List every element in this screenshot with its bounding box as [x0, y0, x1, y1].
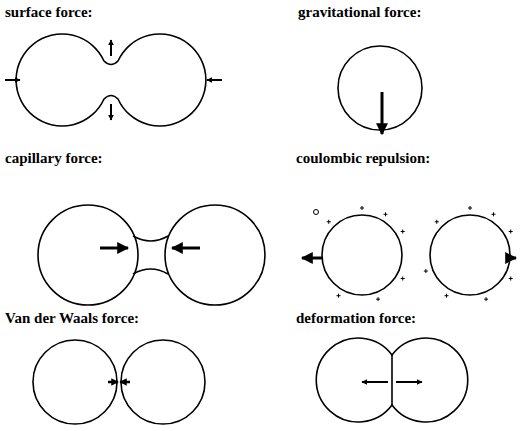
force-arrow [302, 257, 322, 260]
charge-sign [424, 269, 428, 273]
liquid-bridge [133, 236, 168, 241]
charge-sign [492, 212, 496, 216]
force-arrow [100, 247, 128, 250]
charge-sign [360, 206, 364, 210]
charge-sign [401, 230, 405, 234]
charge-sign [484, 297, 488, 301]
panel-heading: Van der Waals force: [5, 309, 139, 327]
charge-sign [509, 277, 513, 281]
panel-heading: capillary force: [5, 149, 103, 167]
panel-heading: coulombic repulsion: [296, 149, 430, 167]
force-arrow [207, 79, 222, 81]
charge-sign [401, 277, 405, 281]
force-arrow [381, 92, 384, 134]
charge-sign [327, 220, 331, 224]
force-arrow [120, 381, 130, 384]
force-arrow [108, 381, 118, 384]
force-arrow [110, 40, 112, 56]
merged-drop [16, 34, 206, 126]
contact-line [391, 355, 393, 405]
drop [322, 215, 402, 295]
panel-heading: deformation force: [296, 309, 416, 327]
drop [33, 340, 117, 424]
charge-sign [337, 294, 341, 298]
charge-signs [327, 206, 513, 301]
charge-dot [314, 210, 319, 215]
liquid-bridge [133, 269, 168, 274]
deformed-drops [316, 338, 467, 422]
drop [121, 340, 205, 424]
charge-sign [468, 206, 472, 210]
panel-heading: surface force: [5, 3, 93, 21]
force-arrow [172, 247, 200, 250]
force-arrow [362, 381, 388, 383]
charge-sign [384, 212, 388, 216]
charge-sign [376, 297, 380, 301]
force-arrow [396, 381, 422, 383]
charge-sign [445, 294, 449, 298]
drop [38, 205, 138, 305]
drop [430, 215, 510, 295]
force-arrow [110, 104, 112, 120]
drop [338, 46, 422, 130]
force-arrow [510, 257, 516, 260]
charge-sign [435, 220, 439, 224]
panel-heading: gravitational force: [298, 3, 421, 21]
drop [165, 205, 265, 305]
charge-sign [509, 230, 513, 234]
force-arrow [5, 79, 20, 81]
